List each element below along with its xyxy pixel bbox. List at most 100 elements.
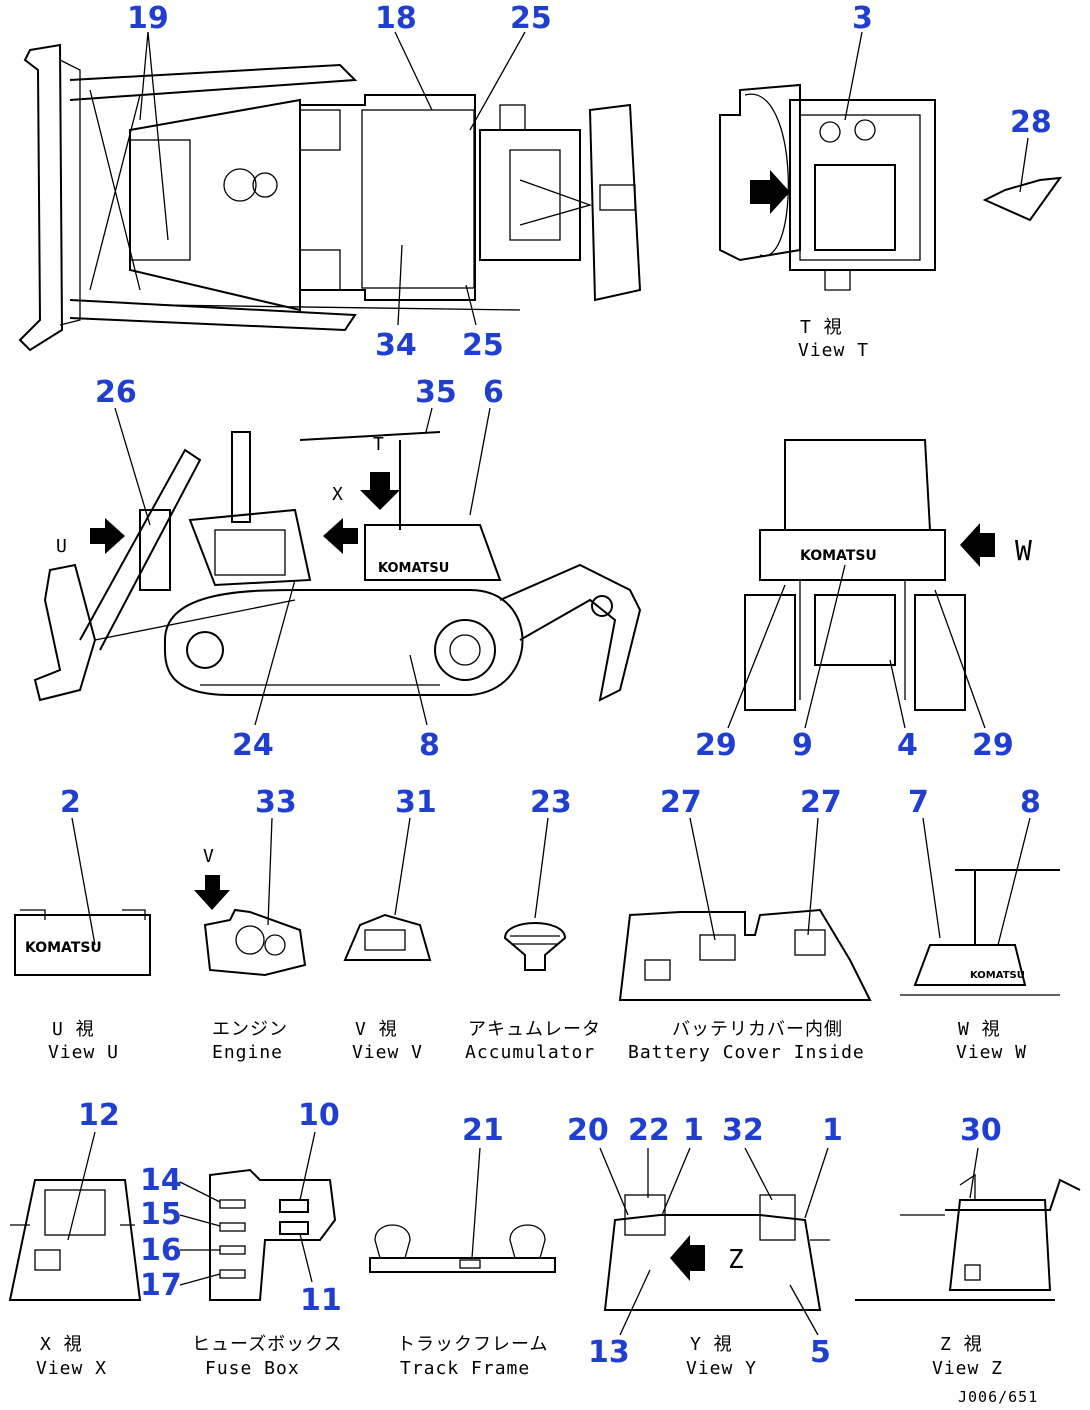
callout-14: 14: [140, 1163, 182, 1198]
leader-17: [179, 1273, 221, 1286]
callout-21: 21: [462, 1113, 504, 1148]
arrow-x-letter: X: [332, 484, 344, 505]
view-x-drawing: [8, 1179, 142, 1301]
callout-34: 34: [375, 328, 417, 363]
callout-4: 4: [897, 728, 918, 763]
callout-30: 30: [960, 1113, 1002, 1148]
battery-cover-drawing: [618, 908, 872, 1001]
view-v-caption-en: View V: [352, 1042, 423, 1063]
leader-19b: [139, 31, 149, 121]
view-z-drawing: [855, 1173, 1081, 1301]
leader-27-right: [807, 817, 819, 936]
callout-8-side: 8: [419, 728, 440, 763]
callout-17: 17: [140, 1268, 182, 1303]
callout-10: 10: [298, 1098, 340, 1133]
callout-3: 3: [852, 1, 873, 36]
decal-28-shape: [982, 176, 1063, 222]
fuse-box-drawing: [209, 1168, 337, 1301]
view-u-caption-en: View U: [48, 1042, 119, 1063]
track-caption-jp: トラックフレーム: [397, 1334, 548, 1355]
drawing-code: J006/651: [958, 1388, 1038, 1406]
leader-5: [789, 1284, 819, 1336]
view-y-drawing: [603, 1194, 830, 1311]
leader-30: [969, 1147, 979, 1199]
view-w-caption-jp: W 視: [958, 1019, 1001, 1040]
callout-20: 20: [567, 1113, 609, 1148]
leader-13: [619, 1269, 651, 1336]
callout-28: 28: [1010, 105, 1052, 140]
leader-25-bottom: [465, 284, 477, 326]
arrow-t-letter: T: [373, 434, 385, 455]
side-view-brand: KOMATSU: [378, 561, 449, 576]
leader-11: [299, 1233, 313, 1283]
callout-15: 15: [140, 1197, 182, 1232]
callout-25-top: 25: [510, 1, 552, 36]
leader-21: [471, 1147, 481, 1259]
callout-2: 2: [60, 785, 81, 820]
callout-7: 7: [908, 785, 929, 820]
view-z-caption-en: View Z: [932, 1358, 1003, 1379]
track-caption-en: Track Frame: [400, 1358, 530, 1379]
leader-15: [179, 1214, 221, 1227]
callout-35: 35: [415, 375, 457, 410]
view-w-brand: KOMATSU: [970, 970, 1025, 981]
rear-view-dozer: KOMATSU: [744, 439, 995, 711]
leader-23: [534, 817, 549, 919]
engine-caption-jp: エンジン: [212, 1019, 288, 1040]
leader-18: [394, 31, 433, 111]
view-x-caption-jp: X 視: [40, 1334, 83, 1355]
leader-14: [179, 1181, 221, 1203]
callout-5: 5: [810, 1335, 831, 1370]
leader-31: [394, 817, 411, 916]
view-z-caption-jp: Z 視: [940, 1334, 983, 1355]
leader-4: [889, 659, 906, 729]
accumulator-caption-en: Accumulator: [465, 1042, 595, 1063]
fuse-caption-jp: ヒューズボックス: [192, 1334, 343, 1355]
callout-32: 32: [722, 1113, 764, 1148]
leader-29-left: [727, 584, 786, 729]
view-w-drawing: KOMATSU: [900, 869, 1060, 996]
leader-24: [254, 579, 296, 726]
view-u-brand: KOMATSU: [25, 940, 102, 956]
callout-33: 33: [255, 785, 297, 820]
accumulator-drawing: [503, 922, 567, 971]
leader-1-left: [661, 1147, 691, 1216]
leader-2: [71, 817, 96, 946]
leader-27-left: [689, 817, 716, 941]
accumulator-caption-jp: アキュムレータ: [468, 1019, 601, 1040]
leader-28: [1019, 137, 1029, 193]
view-w-caption-en: View W: [956, 1042, 1027, 1063]
fuse-caption-en: Fuse Box: [205, 1358, 300, 1379]
callout-27-left: 27: [660, 785, 702, 820]
callout-19: 19: [127, 1, 169, 36]
callout-24: 24: [232, 728, 274, 763]
arrow-v-letter: V: [203, 846, 215, 867]
leader-33: [267, 817, 273, 926]
view-u-caption-jp: U 視: [52, 1019, 95, 1040]
engine-caption-en: Engine: [212, 1042, 283, 1063]
view-y-caption-jp: Y 視: [690, 1334, 733, 1355]
leader-35: [425, 407, 433, 433]
callout-26: 26: [95, 375, 137, 410]
view-t-drawing: [719, 83, 936, 291]
callout-23: 23: [530, 785, 572, 820]
view-x-caption-en: View X: [36, 1358, 107, 1379]
leader-8-side: [409, 654, 428, 726]
leader-8-w: [997, 817, 1031, 946]
leader-34: [397, 244, 403, 326]
track-frame-drawing: [369, 1224, 556, 1273]
leader-32: [744, 1147, 773, 1201]
callout-22: 22: [628, 1113, 670, 1148]
callout-6: 6: [483, 375, 504, 410]
view-y-caption-en: View Y: [686, 1358, 757, 1379]
callout-27-right: 27: [800, 785, 842, 820]
view-u-drawing: KOMATSU: [14, 909, 151, 976]
battery-caption-jp: バッテリカバー内側: [672, 1019, 843, 1040]
callout-29-left: 29: [695, 728, 737, 763]
top-view-dozer: [18, 43, 642, 352]
leader-19a: [147, 31, 169, 241]
arrow-u-letter: U: [56, 536, 68, 557]
leader-6: [469, 407, 491, 516]
